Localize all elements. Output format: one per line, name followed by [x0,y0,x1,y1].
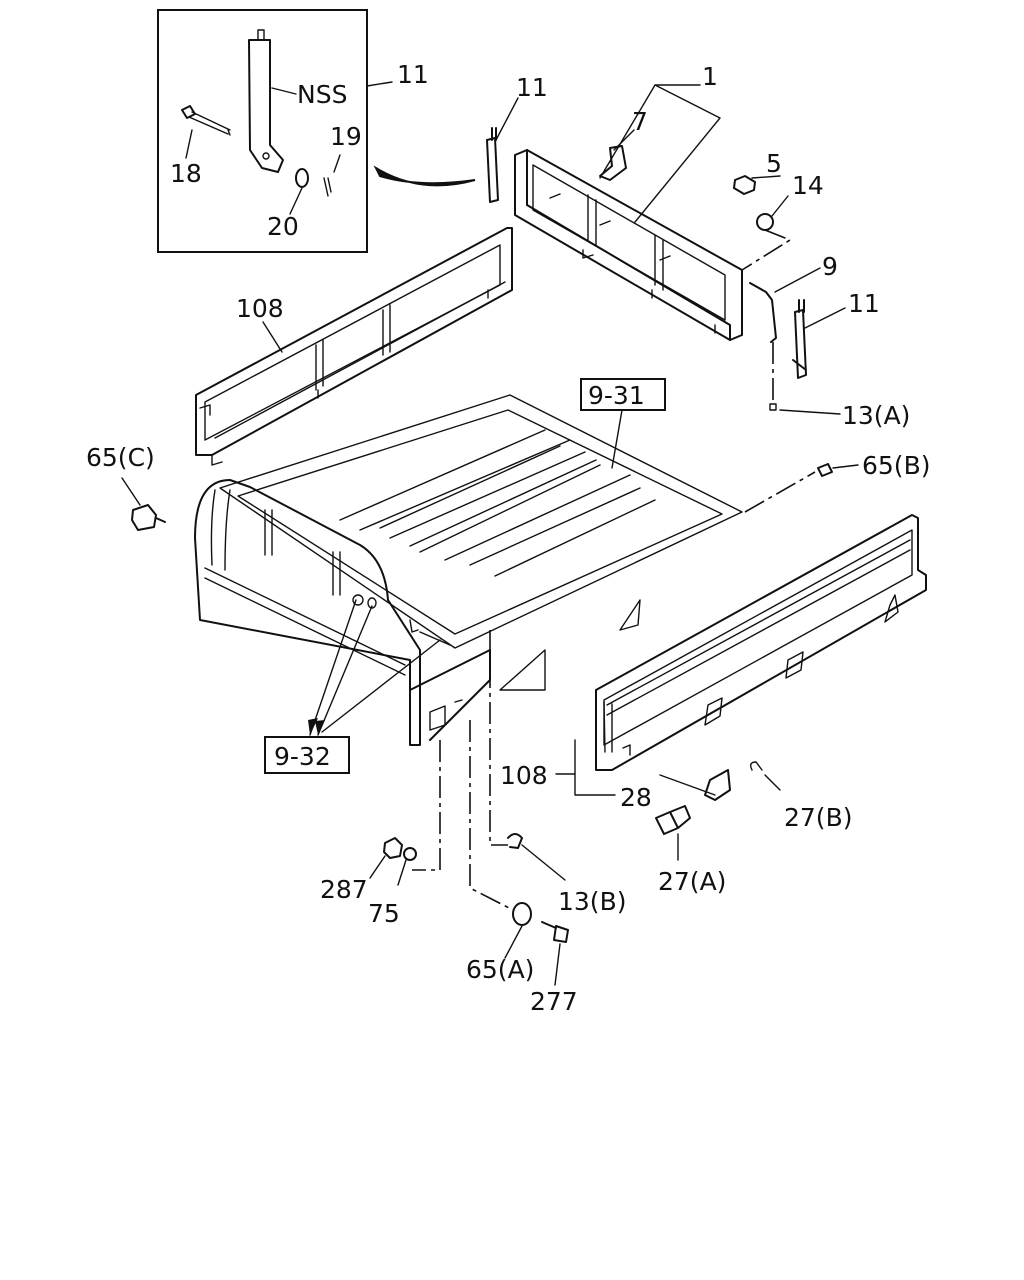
callout-65c: 65(C) [86,443,155,472]
detail-pointer-arrow [373,165,476,187]
washer-75 [403,847,417,861]
inset-callout-11: 11 [397,60,429,89]
stopper-65b [817,463,833,477]
grommet-65a [512,902,532,926]
inset-callout-20: 20 [267,212,299,241]
callout-9: 9 [822,252,838,281]
callout-27b: 27(B) [784,803,852,832]
washer-14 [756,213,774,231]
clip-27b [749,761,763,771]
nut-5 [733,175,756,195]
right-stake-11 [792,299,807,379]
callout-28: 28 [620,783,652,812]
callout-11-rear: 11 [516,73,548,102]
callout-5: 5 [766,149,782,178]
ref-9-32: 9-32 [274,742,331,771]
ref-box-9-32 [264,736,350,774]
callout-287: 287 [320,875,368,904]
callout-1: 1 [702,62,718,91]
rear-gate [514,149,743,341]
detail-inset [157,9,368,253]
left-side-gate [195,227,513,466]
right-side-gate [595,514,927,771]
bolt-27a [655,805,691,835]
bolt-13a [769,403,777,411]
callout-11-right: 11 [848,289,880,318]
callout-65b: 65(B) [862,451,930,480]
callout-75: 75 [368,899,400,928]
front-bulkhead [194,479,491,746]
clamp-65c [131,504,166,531]
callout-277: 277 [530,987,578,1016]
gate-clip [599,145,627,181]
callout-108-right: 108 [500,761,548,790]
callout-13b: 13(B) [558,887,626,916]
stake-bracket [704,769,731,801]
nss-label: NSS [297,80,347,109]
ref-box-9-31 [580,378,666,411]
screw-277 [541,921,569,943]
nut-287 [383,837,403,859]
rear-stake [486,127,499,203]
inset-callout-18: 18 [170,159,202,188]
callout-27a: 27(A) [658,867,726,896]
floor-frame [219,394,743,691]
hook-rod-9 [749,282,777,343]
callout-14: 14 [792,171,824,200]
callout-7: 7 [632,107,648,136]
inset-callout-19: 19 [330,122,362,151]
ref-9-31: 9-31 [588,381,645,410]
callout-65a: 65(A) [466,955,534,984]
clip-13b [507,833,523,849]
callout-13a: 13(A) [842,401,910,430]
callout-108-left: 108 [236,294,284,323]
